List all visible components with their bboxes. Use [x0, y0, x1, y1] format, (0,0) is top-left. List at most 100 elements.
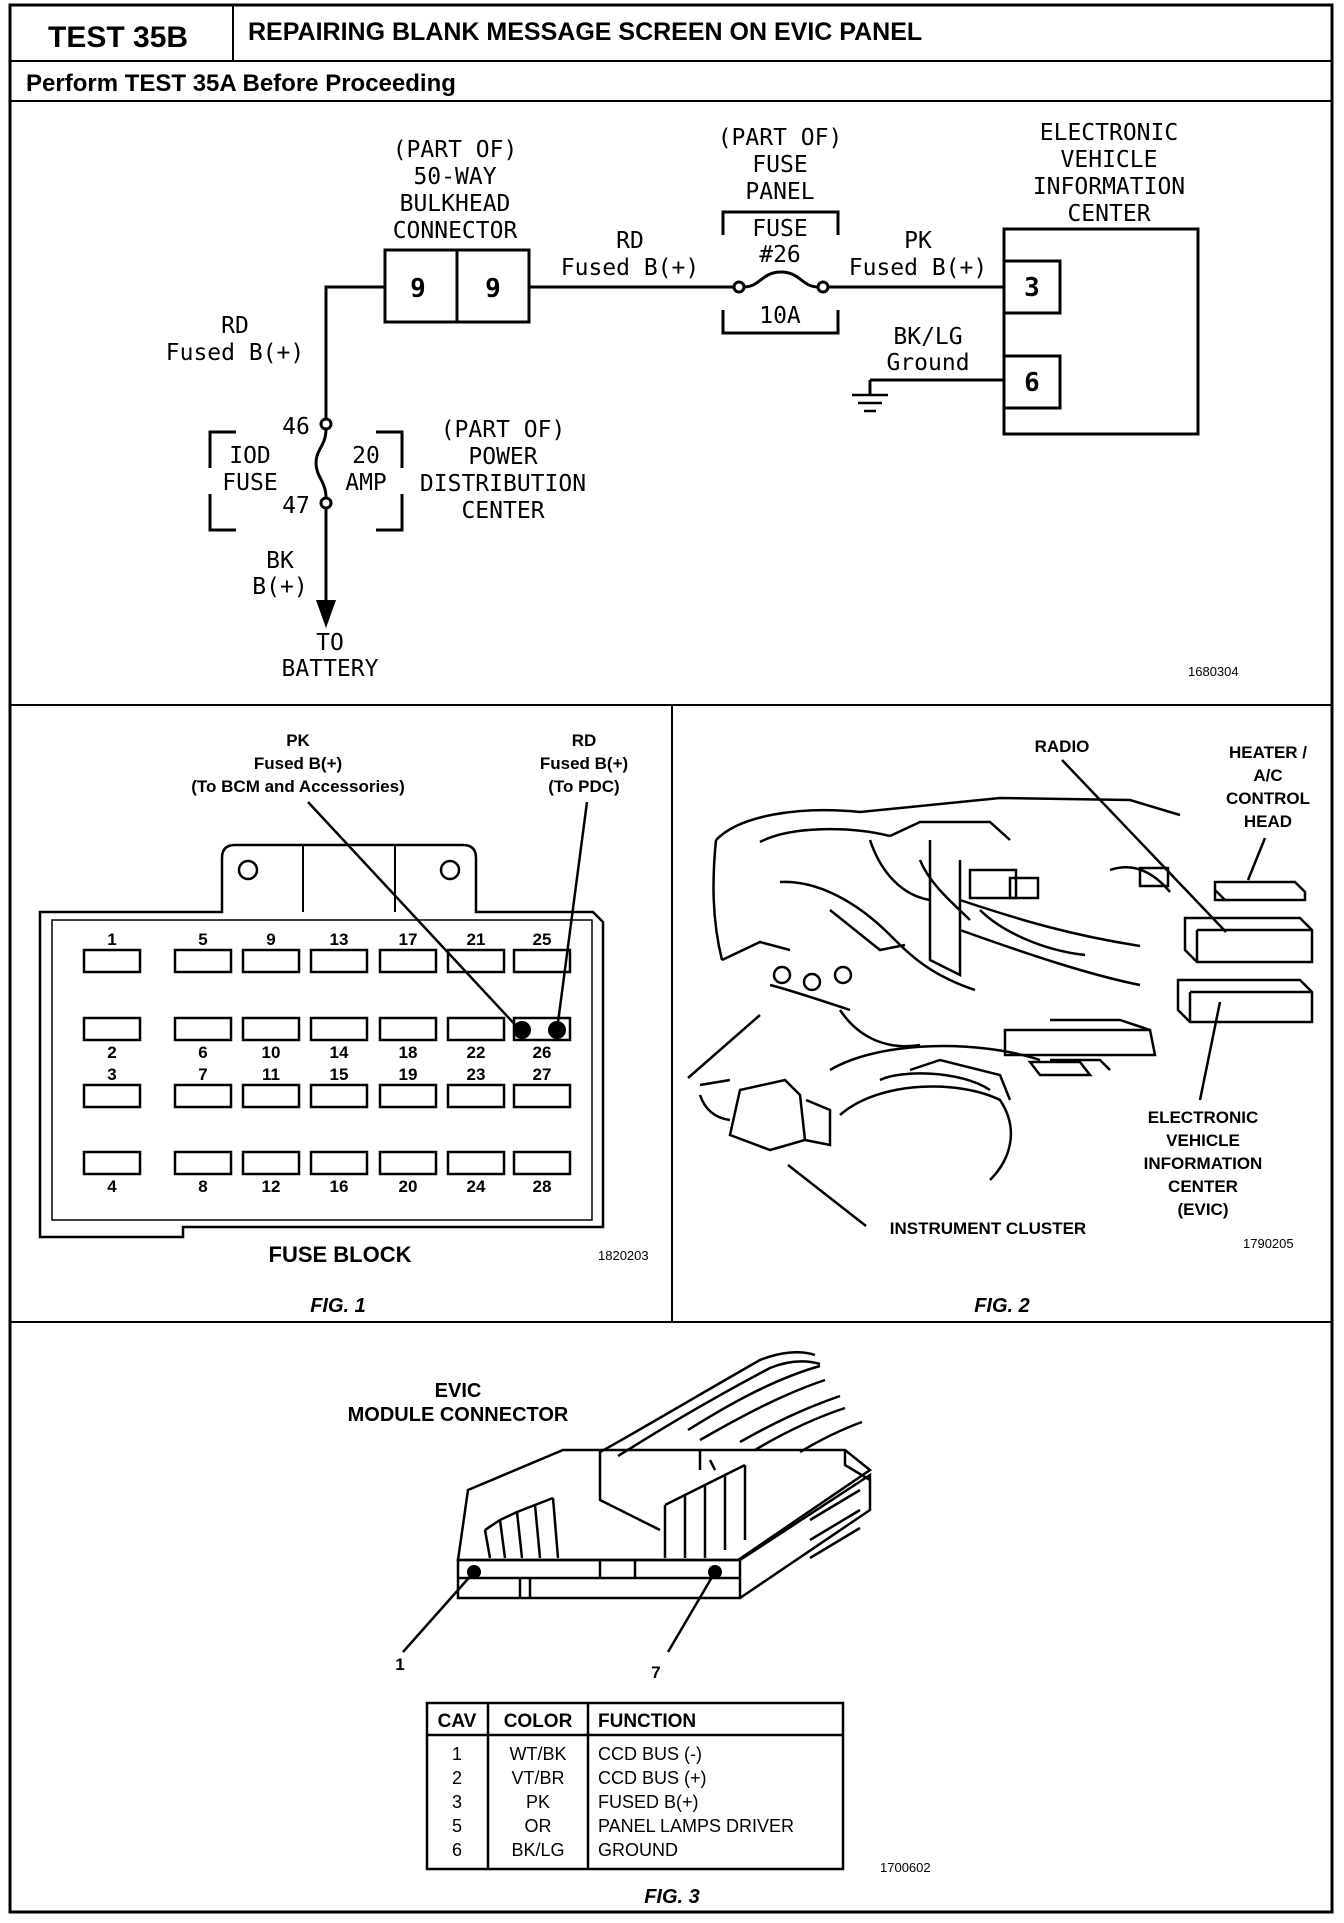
fuse-label: FUSE — [752, 216, 807, 242]
bulkhead-pin: 9 — [485, 274, 501, 304]
fuse-number: 4 — [107, 1177, 117, 1196]
hvac-label-line: HEATER / — [1229, 743, 1307, 762]
figure-caption: FIG. 1 — [310, 1295, 366, 1317]
bulkhead-label-line: (PART OF) — [393, 137, 518, 163]
wire-function-label: Ground — [886, 350, 969, 376]
schematic: (PART OF) 50-WAY BULKHEAD CONNECTOR 9 9 … — [166, 120, 1239, 682]
callout-line: (To BCM and Accessories) — [191, 777, 405, 796]
bulkhead-connector-label: (PART OF) 50-WAY BULKHEAD CONNECTOR — [393, 137, 518, 244]
mounting-hole-icon — [439, 859, 461, 881]
radio-label: RADIO — [1035, 737, 1090, 756]
fuse-number: 6 — [198, 1043, 207, 1062]
evic-callout: ELECTRONIC VEHICLE INFORMATION CENTER (E… — [1144, 1108, 1263, 1219]
fuse-number: 25 — [533, 930, 552, 949]
evic-pin: 6 — [1024, 368, 1040, 398]
iod-pin: 47 — [282, 493, 310, 519]
iod-fuse-rating: AMP — [345, 470, 387, 496]
fuse-number: 20 — [399, 1177, 418, 1196]
fuse-number: #26 — [759, 242, 801, 268]
wire-color-label: BK/LG — [893, 324, 962, 350]
figure-caption: FIG. 3 — [644, 1886, 700, 1908]
page-frame — [8, 3, 1334, 1914]
fuse-number: 5 — [198, 930, 207, 949]
fuse-slot — [446, 948, 506, 974]
hvac-label: HEATER / A/C CONTROL HEAD — [1226, 743, 1310, 831]
bulkhead-pin: 9 — [410, 274, 426, 304]
fuse-slot — [82, 1016, 142, 1042]
fuse-number: 24 — [467, 1177, 486, 1196]
evic-label-line: CENTER — [1067, 201, 1150, 227]
wire-function-label: Fused B(+) — [166, 340, 304, 366]
callout-line: Fused B(+) — [254, 754, 342, 773]
fuse-slot — [241, 1083, 301, 1109]
figure-code: 1790205 — [1243, 1236, 1294, 1251]
fuse-slot — [173, 1150, 233, 1176]
fuse-number: 9 — [266, 930, 275, 949]
bulkhead-label-line: BULKHEAD — [400, 191, 511, 217]
fuse-slot — [512, 1083, 572, 1109]
table-cell: 3 — [452, 1792, 462, 1812]
callout-line: (To PDC) — [548, 777, 619, 796]
evic-module — [1002, 227, 1200, 436]
connector-label-line: EVIC — [435, 1380, 482, 1402]
fuse-number: 13 — [330, 930, 349, 949]
evic-label-line: INFORMATION — [1033, 174, 1185, 200]
fuse-slot — [378, 1083, 438, 1109]
fuse-number: 16 — [330, 1177, 349, 1196]
wire-color-label: BK — [266, 548, 294, 574]
fuse-number: 21 — [467, 930, 486, 949]
fuse-number: 1 — [107, 930, 116, 949]
cavity-26-dot — [548, 1021, 566, 1039]
table-cell: 5 — [452, 1816, 462, 1836]
table-header: FUNCTION — [598, 1711, 696, 1732]
table-cell: PK — [526, 1792, 550, 1812]
fuse-panel-label-line: (PART OF) — [718, 125, 843, 151]
figure-caption: FIG. 2 — [974, 1295, 1030, 1317]
pdc-label-line: CENTER — [461, 498, 544, 524]
fuse-slot — [173, 1016, 233, 1042]
fuse-panel-label-line: PANEL — [745, 179, 814, 205]
fuse-slot — [173, 948, 233, 974]
fuse-block-label: FUSE BLOCK — [269, 1242, 412, 1267]
fuse-26 — [721, 210, 840, 335]
fuse-slot — [241, 1016, 301, 1042]
bulkhead-connector — [383, 248, 531, 324]
fuse-number: 18 — [399, 1043, 418, 1062]
fuse-panel-label-line: FUSE — [752, 152, 807, 178]
wire-function-label: Fused B(+) — [561, 255, 699, 281]
table-cell: CCD BUS (-) — [598, 1744, 702, 1764]
fuse-number: 15 — [330, 1065, 349, 1084]
table-cell: VT/BR — [511, 1768, 564, 1788]
bulkhead-label-line: 50-WAY — [413, 164, 496, 190]
hvac-label-line: HEAD — [1244, 812, 1292, 831]
fuse-number: 8 — [198, 1177, 207, 1196]
iod-fuse-label: IOD — [229, 443, 271, 469]
table-header: COLOR — [504, 1711, 573, 1732]
fuse-slot — [241, 1150, 301, 1176]
evic-callout-line: INFORMATION — [1144, 1154, 1263, 1173]
iod-fuse — [314, 417, 333, 510]
table-cell: FUSED B(+) — [598, 1792, 699, 1812]
table-header: CAV — [438, 1711, 477, 1732]
cavity-26-dot — [513, 1021, 531, 1039]
connector-label-line: MODULE CONNECTOR — [348, 1404, 569, 1426]
fuse-slot — [173, 1083, 233, 1109]
fuse-slot — [309, 1083, 369, 1109]
cavity-label: 1 — [395, 1655, 404, 1674]
fuse-slot — [241, 948, 301, 974]
connector-label: EVIC MODULE CONNECTOR — [348, 1380, 569, 1426]
fuse-slot — [378, 1016, 438, 1042]
fuse-slot — [512, 1150, 572, 1176]
evic-callout-line: CENTER — [1168, 1177, 1238, 1196]
figure-code: 1680304 — [1188, 664, 1239, 679]
iod-fuse-label: FUSE — [222, 470, 277, 496]
fuse-number: 17 — [399, 930, 418, 949]
fuse-slot — [82, 1150, 142, 1176]
table-cell: CCD BUS (+) — [598, 1768, 707, 1788]
table-cell: BK/LG — [511, 1840, 564, 1860]
fig3-connector: EVIC MODULE CONNECTOR — [348, 1351, 931, 1908]
fuse-panel-label: (PART OF) FUSE PANEL — [718, 125, 843, 205]
fuse-number: 11 — [262, 1065, 280, 1084]
